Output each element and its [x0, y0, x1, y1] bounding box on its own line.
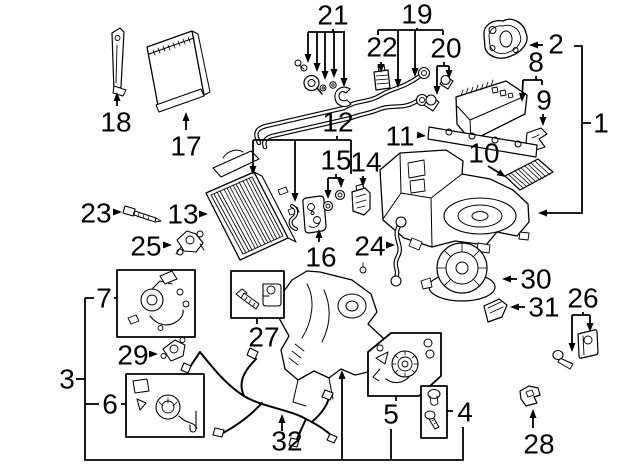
part-o-rings-15	[322, 189, 346, 212]
callout-arrow	[340, 32, 348, 87]
callout-arrow	[182, 112, 190, 130]
callout-arrow	[321, 32, 329, 80]
callout-25: 25	[130, 231, 161, 262]
callout-3: 3	[59, 364, 75, 395]
callout-arrow	[163, 241, 172, 249]
callout-arrow	[199, 210, 208, 218]
callout-arrow	[113, 92, 121, 106]
callout-12: 12	[322, 107, 353, 138]
callout-arrow	[518, 79, 526, 102]
part-fittings-21	[294, 59, 352, 107]
callout-arrow	[377, 62, 385, 73]
part-clamp-25	[175, 230, 205, 256]
part-clip-28	[519, 385, 541, 407]
callout-32: 32	[271, 426, 302, 457]
part-group-box-4	[420, 385, 448, 439]
callout-29: 29	[117, 340, 148, 371]
part-screw-retainer-26	[552, 329, 599, 370]
part-gasket-2	[483, 18, 528, 59]
callout-arrow	[330, 32, 338, 78]
callout-arrow	[433, 66, 441, 95]
callout-6: 6	[102, 389, 118, 420]
part-wiring-harness-32	[180, 347, 338, 448]
callout-arrow	[416, 131, 426, 139]
callout-26: 26	[567, 283, 598, 314]
callout-11: 11	[385, 121, 414, 152]
callout-arrow	[278, 414, 286, 431]
callout-17: 17	[170, 131, 201, 162]
callout-23: 23	[80, 198, 111, 229]
part-expansion-valve-14	[351, 183, 371, 216]
part-mount-bracket-11	[427, 126, 538, 158]
callout-arrow	[411, 30, 419, 77]
callout-arrow	[338, 370, 346, 379]
callout-4: 4	[457, 397, 473, 428]
part-fittings-20	[423, 74, 454, 112]
callout-arrow	[315, 229, 323, 242]
callout-30: 30	[520, 264, 551, 295]
part-group-box-5	[367, 332, 442, 397]
part-hose-grommet-12	[288, 204, 299, 231]
callout-14: 14	[350, 147, 381, 178]
callout-arrow	[324, 178, 332, 199]
callout-arrow	[359, 176, 367, 187]
callout-arrow	[337, 178, 345, 188]
callout-arrow	[394, 30, 402, 88]
callout-arrow	[304, 32, 312, 63]
callout-arrow	[113, 208, 122, 216]
leader-line	[548, 45, 583, 214]
part-heater-core-17	[146, 30, 211, 113]
part-group-box-27	[230, 270, 285, 319]
callout-2: 2	[548, 29, 564, 60]
part-heater-pipe-24	[390, 216, 407, 287]
callout-arrow	[313, 32, 321, 72]
callout-16: 16	[305, 242, 336, 273]
part-trim-strip-18	[111, 27, 127, 97]
part-evaporator-13	[205, 149, 300, 261]
callout-arrow	[502, 275, 517, 283]
callout-arrow	[149, 350, 158, 358]
part-resistor-31	[483, 298, 508, 323]
callout-13: 13	[167, 199, 198, 230]
callout-8: 8	[528, 47, 544, 78]
callout-arrow	[445, 66, 453, 79]
callout-20: 20	[430, 33, 461, 64]
callout-27: 27	[248, 322, 279, 353]
callout-21: 21	[317, 0, 348, 31]
callout-arrow	[291, 140, 299, 202]
callout-arrow	[538, 209, 548, 217]
callout-arrow	[529, 409, 537, 428]
callout-15: 15	[320, 145, 351, 176]
callout-1: 1	[593, 108, 609, 139]
callout-28: 28	[523, 429, 554, 460]
callout-18: 18	[100, 107, 131, 138]
part-bracket-29	[160, 337, 186, 362]
callout-arrow	[539, 114, 547, 126]
callout-5: 5	[383, 399, 399, 430]
callout-arrow	[249, 140, 257, 175]
callout-31: 31	[528, 292, 559, 323]
callout-arrow	[586, 315, 594, 332]
callout-19: 19	[401, 0, 432, 30]
part-inlet-duct-8	[455, 79, 528, 142]
callout-24: 24	[354, 231, 385, 262]
callout-10: 10	[468, 138, 499, 169]
part-cabin-filter-10	[504, 158, 554, 191]
part-upper-housing	[379, 149, 530, 254]
part-screw-23	[122, 205, 162, 223]
part-group-box-7	[116, 269, 196, 338]
part-valve-cover-16	[302, 195, 327, 234]
part-group-box-6	[125, 373, 205, 438]
callout-22: 22	[366, 32, 397, 63]
callout-arrow	[487, 165, 506, 177]
callout-9: 9	[536, 85, 552, 116]
callout-arrow	[568, 315, 576, 352]
callout-arrow	[510, 303, 525, 311]
callout-arrow	[386, 241, 395, 249]
part-blower-motor-30	[420, 242, 496, 302]
callout-arrow	[529, 41, 543, 49]
callout-7: 7	[96, 283, 112, 314]
